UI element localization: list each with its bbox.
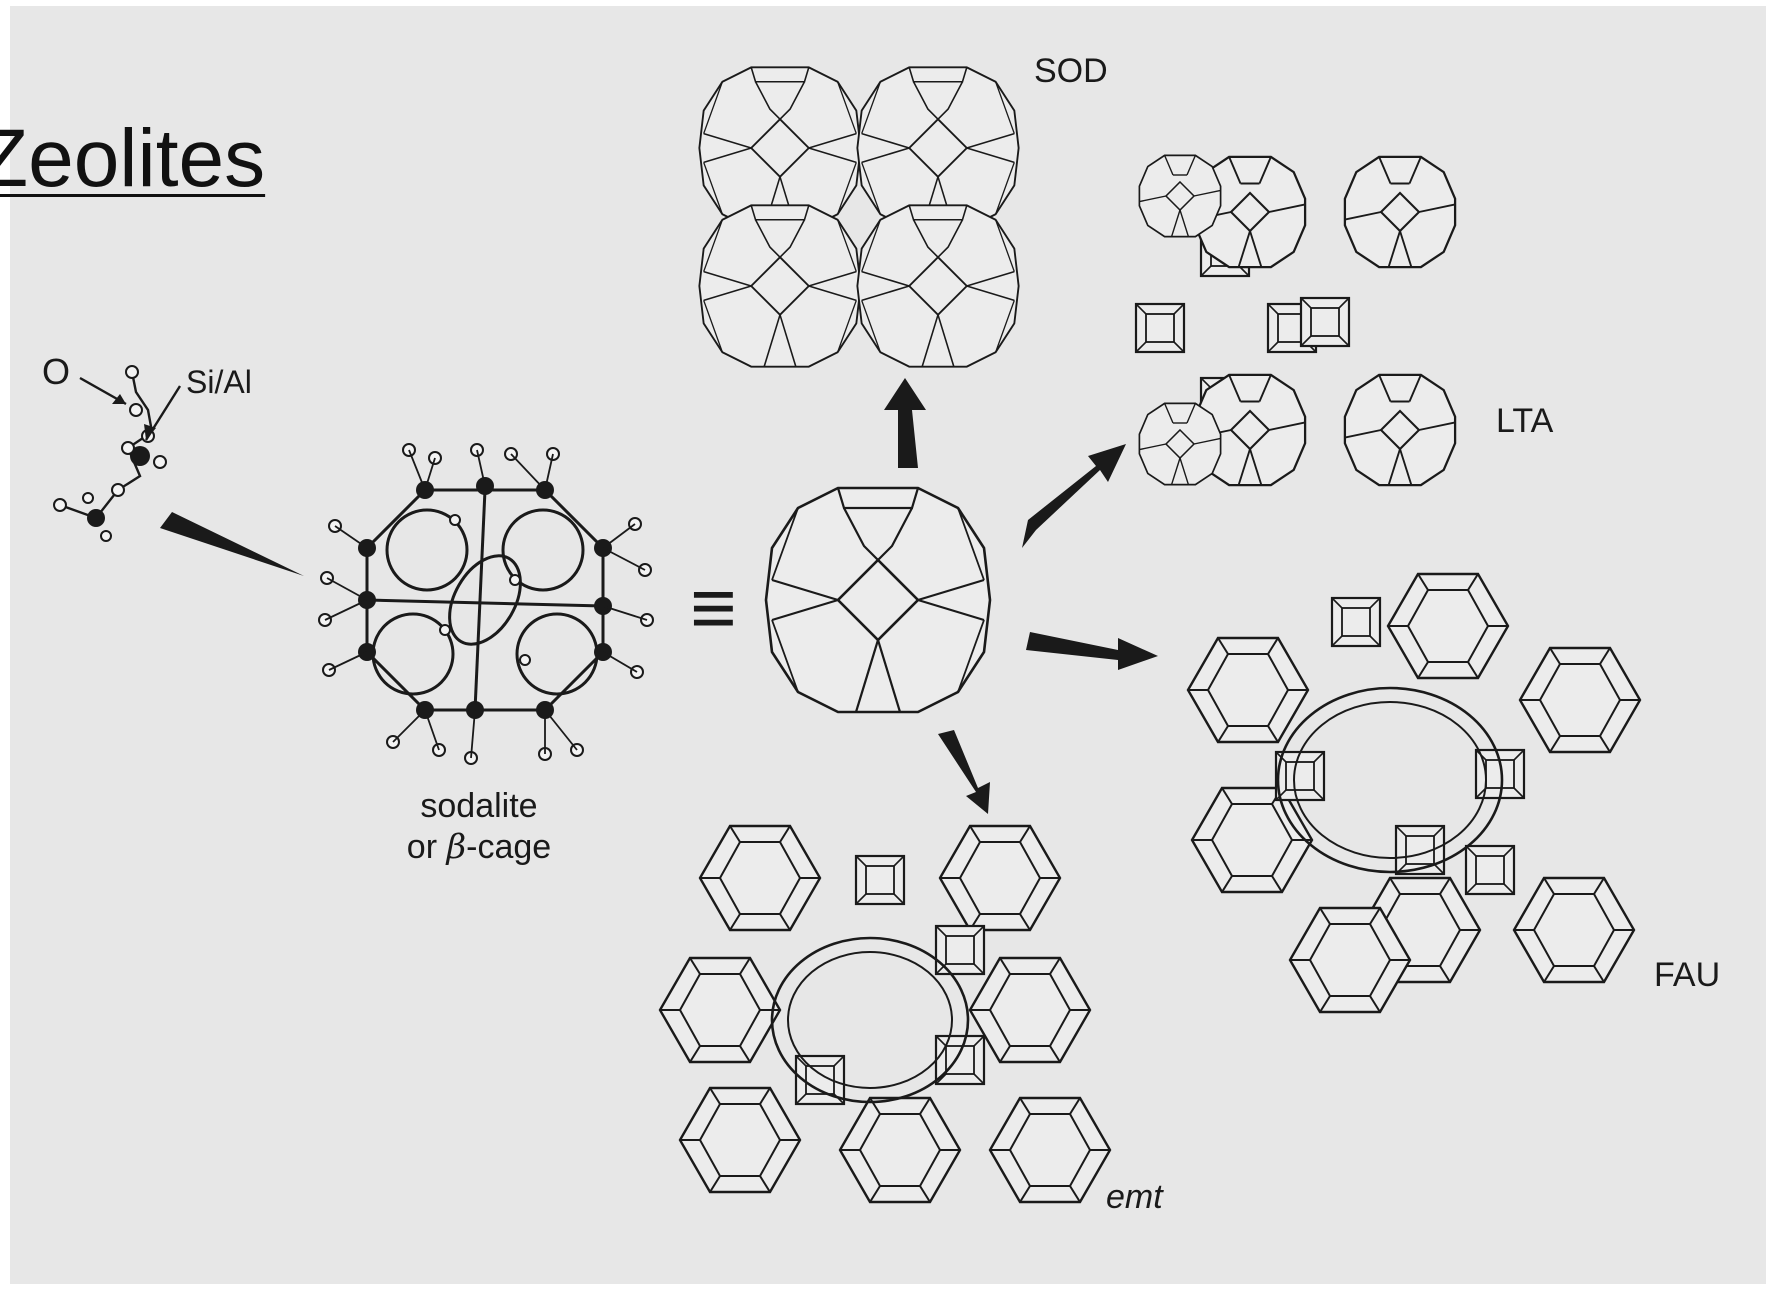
beta-symbol: β: [446, 826, 467, 867]
caption-line-2: or β-cage: [406, 826, 552, 867]
truncated-octahedron-icon: [764, 486, 992, 714]
slide-title: Zeolites: [0, 113, 266, 204]
sodalite-cage-caption: sodalite or β-cage: [394, 786, 564, 868]
caption-line-1: sodalite: [420, 787, 538, 825]
arrow-to-lta: [1022, 444, 1126, 548]
equivalence-symbol: ≡: [690, 563, 737, 652]
oxygen-label: O: [42, 351, 71, 392]
emt-framework: [658, 824, 1112, 1204]
fau-label: FAU: [1654, 956, 1721, 994]
lta-label: LTA: [1496, 402, 1554, 440]
sod-framework: [698, 66, 1020, 368]
si-al-label: Si/Al: [186, 364, 252, 400]
arrow-to-emt: [938, 730, 990, 814]
fau-framework: [1186, 572, 1642, 1014]
arrow-to-fau: [1026, 632, 1158, 670]
emt-label: emt: [1106, 1178, 1163, 1216]
lta-framework: [1134, 154, 1457, 487]
tetrahedral-chain-fragment: [53, 365, 167, 542]
sod-label: SOD: [1034, 52, 1108, 90]
wedge-arrow-icon: [160, 512, 304, 576]
arrow-to-sod: [884, 378, 926, 468]
sodalite-cage-ball-and-stick: [318, 443, 654, 765]
